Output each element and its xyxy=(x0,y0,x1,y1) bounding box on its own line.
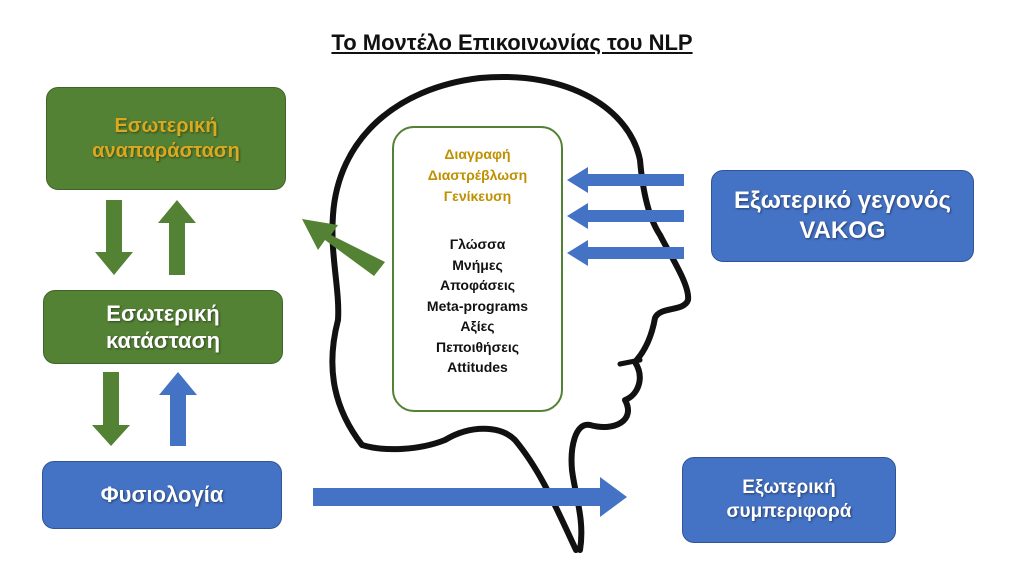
program-item: Attitudes xyxy=(447,359,508,375)
external-event-box: Εξωτερικό γεγονός VAKOG xyxy=(711,170,974,262)
internal-representation-line1: Εσωτερική xyxy=(114,114,218,137)
program-item: Meta-programs xyxy=(426,297,529,314)
filter-item: Διαγραφή xyxy=(444,146,511,162)
internal-representation-box: Εσωτερική αναπαράσταση xyxy=(46,87,286,190)
external-behavior-line1: Εξωτερική xyxy=(742,477,836,499)
program-item: Πεποιθήσεις xyxy=(435,338,520,355)
program-item: Αποφάσεις xyxy=(439,277,515,293)
physiology-box: Φυσιολογία xyxy=(42,461,282,529)
arrow-state-to-rep xyxy=(158,200,196,275)
program-item: Αξίες xyxy=(460,318,495,334)
arrow-physiology-to-state xyxy=(159,372,197,446)
arrow-rep-to-state xyxy=(95,200,133,275)
external-behavior-line2: συμπεριφορά xyxy=(726,501,852,522)
arrow-state-to-physiology xyxy=(92,372,130,446)
programs-list: Γλώσσα Μνήμες Αποφάσεις Meta-programs Αξ… xyxy=(394,234,561,378)
program-item: Μνήμες xyxy=(452,256,503,273)
internal-representation-line2: αναπαράσταση xyxy=(92,139,240,162)
external-behavior-box: Εξωτερική συμπεριφορά xyxy=(682,457,896,543)
external-event-line2: VAKOG xyxy=(799,217,886,244)
arrow-event-in-1 xyxy=(567,167,684,193)
program-item: Γλώσσα xyxy=(449,236,506,252)
filters-list: Διαγραφή Διαστρέβλωση Γενίκευση xyxy=(394,144,561,207)
arrow-event-in-2 xyxy=(567,203,684,229)
lip-line xyxy=(617,357,643,367)
internal-state-line1: Εσωτερική xyxy=(106,300,220,326)
filter-item: Γενίκευση xyxy=(443,188,512,204)
internal-state-line2: κατάσταση xyxy=(105,328,221,353)
filter-item: Διαστρέβλωση xyxy=(427,167,528,183)
head-outline xyxy=(329,74,692,553)
page-title: Το Μοντέλο Επικοινωνίας του NLP xyxy=(331,30,693,55)
external-event-line1: Εξωτερικό γεγονός xyxy=(733,187,952,214)
arrow-filters-to-rep xyxy=(302,219,385,276)
filters-box: Διαγραφή Διαστρέβλωση Γενίκευση Γλώσσα Μ… xyxy=(392,126,563,412)
physiology-label: Φυσιολογία xyxy=(100,482,224,508)
arrow-event-in-3 xyxy=(567,240,684,266)
arrow-physiology-to-behavior xyxy=(313,477,627,517)
internal-state-box: Εσωτερική κατάσταση xyxy=(43,290,283,364)
